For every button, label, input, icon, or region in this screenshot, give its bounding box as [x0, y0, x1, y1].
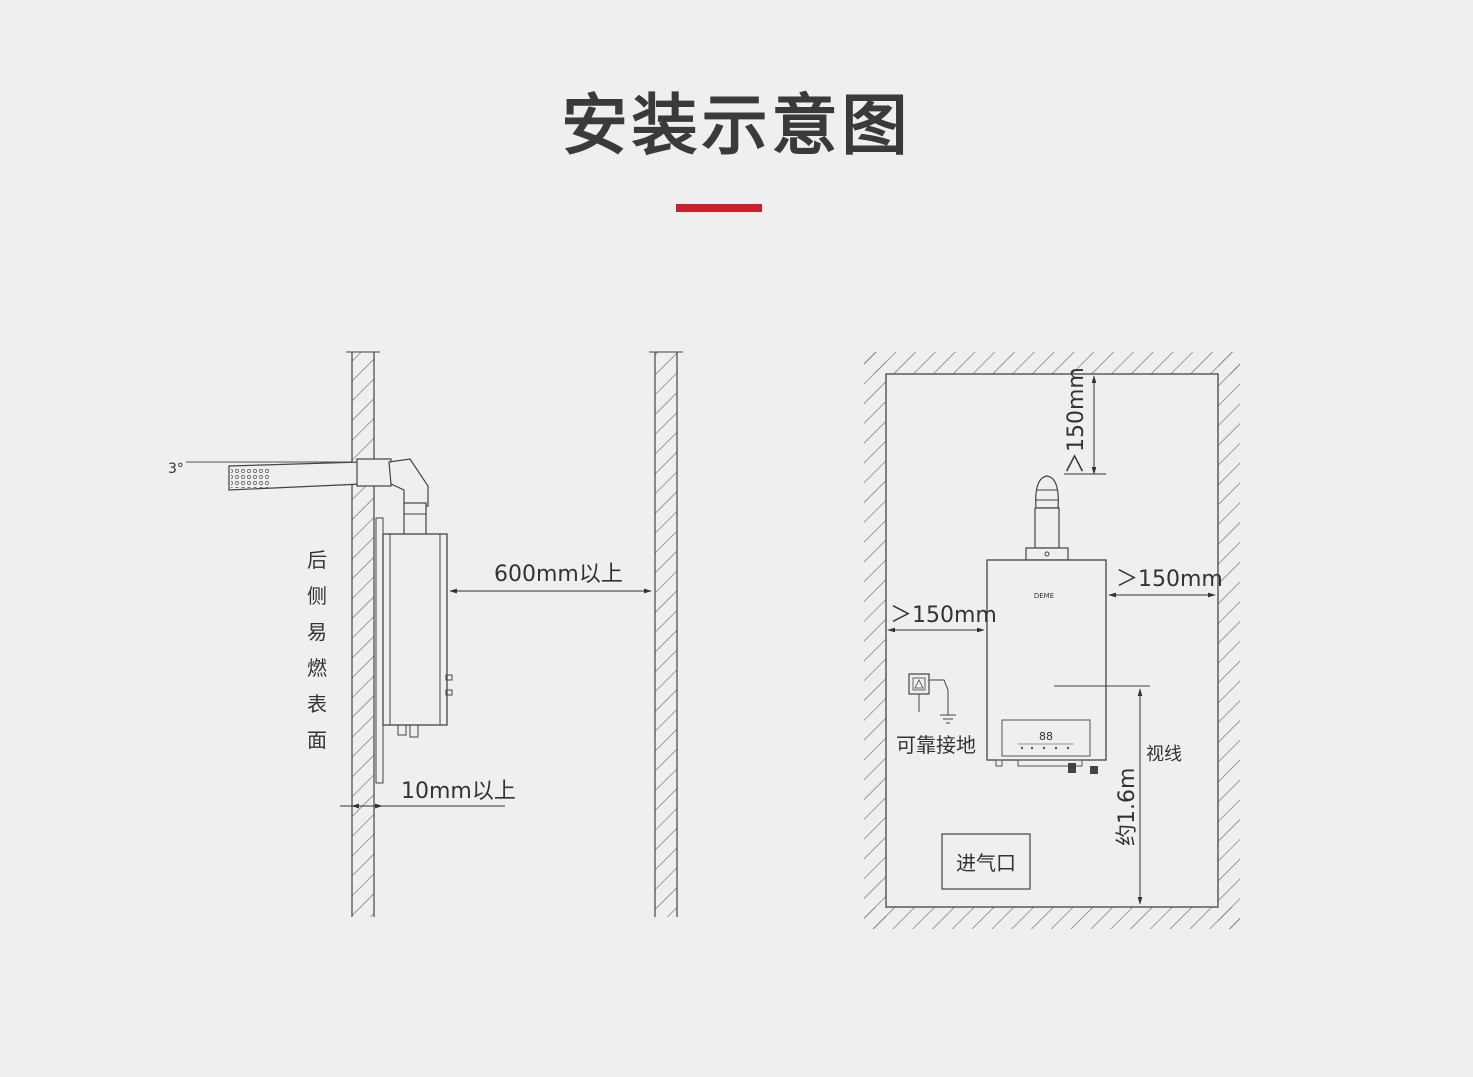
side-label-char: 易: [307, 620, 327, 644]
air-inlet-label: 进气口: [956, 851, 1016, 875]
side-label-char: 表: [307, 692, 327, 716]
top-clearance-label: ＞150mm: [1064, 367, 1089, 474]
brand-logo: DEME: [1034, 592, 1054, 600]
side-combustible-label: 后 侧 易 燃 表 面: [307, 548, 327, 752]
display-readout: 88: [1039, 730, 1053, 743]
page-title: 安装示意图: [561, 87, 912, 164]
water-heater-side: [375, 517, 453, 784]
side-view-diagram: 3° 后 侧 易 燃 表 面 600mm以上 10mm以上: [168, 351, 683, 917]
water-heater-front: DEME 88: [986, 559, 1107, 774]
right-clearance-label: ＞150mm: [1116, 567, 1223, 592]
side-label-char: 侧: [307, 584, 327, 608]
angle-label: 3°: [168, 461, 184, 477]
air-inlet-box: [941, 833, 1031, 890]
front-wall: [649, 351, 683, 917]
title-underline: [676, 204, 762, 212]
flue-pipe: [228, 458, 429, 538]
ground-label: 可靠接地: [896, 733, 976, 757]
sight-line-label: 视线: [1146, 744, 1182, 765]
front-view-diagram: ＞150mm DEME 88: [864, 352, 1240, 929]
left-clearance-label: ＞150mm: [890, 603, 997, 628]
side-label-char: 面: [307, 728, 327, 752]
flue-chimney: [1025, 475, 1069, 561]
ground-socket: [908, 673, 956, 724]
front-clearance-label: 600mm以上: [494, 562, 623, 587]
side-label-char: 燃: [307, 656, 327, 680]
back-clearance-label: 10mm以上: [401, 779, 516, 804]
side-label-char: 后: [307, 548, 327, 572]
back-wall: [346, 351, 380, 917]
height-label: 约1.6m: [1115, 768, 1140, 846]
